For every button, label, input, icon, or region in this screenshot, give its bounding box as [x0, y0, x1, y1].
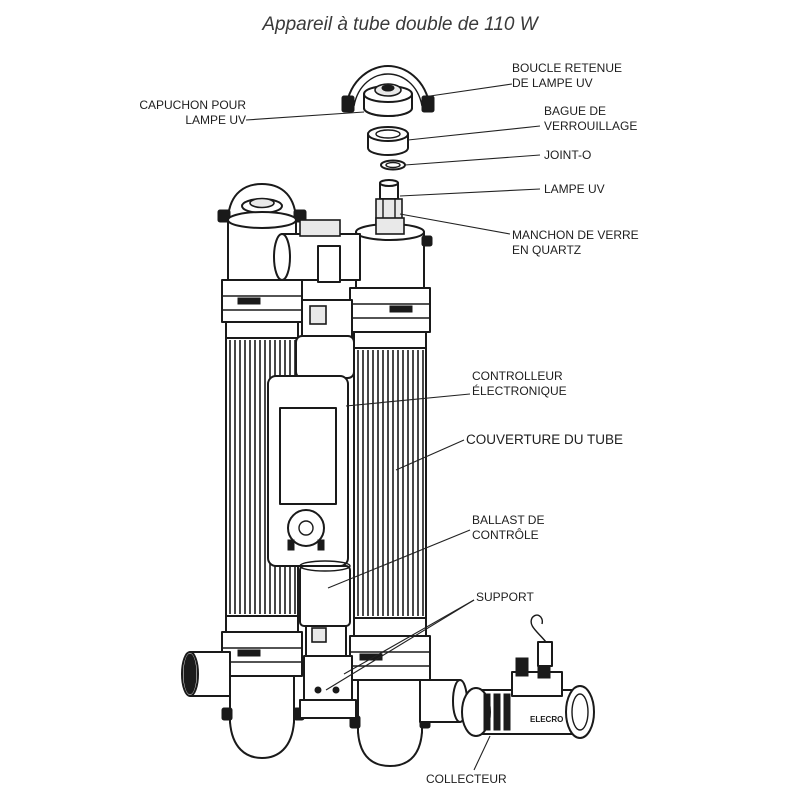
crossover-pipe: [273, 219, 361, 283]
label-controlleur: CONTROLLEUR ÉLECTRONIQUE: [472, 369, 567, 398]
label-joint-o: JOINT-O: [544, 148, 592, 162]
label-manchon-quartz: MANCHON DE VERRE EN QUARTZ: [512, 228, 639, 257]
label-lampe-uv: LAMPE UV: [544, 182, 605, 196]
central-module: [267, 299, 357, 719]
leader-lines: [245, 83, 541, 771]
label-collecteur: COLLECTEUR: [426, 772, 507, 786]
locking-ring: [367, 126, 409, 156]
label-boucle-retenue: BOUCLE RETENUE DE LAMPE UV: [512, 61, 623, 90]
label-couverture-tube: COUVERTURE DU TUBE: [466, 432, 624, 447]
label-bague-verrouillage: BAGUE DE VERROUILLAGE: [544, 104, 638, 133]
label-support: SUPPORT: [476, 590, 534, 604]
o-ring: [380, 159, 406, 171]
label-ballast: BALLAST DE CONTRÔLE: [472, 513, 545, 542]
label-capuchon: CAPUCHON POUR LAMPE UV: [139, 98, 246, 127]
right-tube: [349, 217, 468, 767]
lamp-cap: [363, 83, 413, 117]
collector-manifold: ELECRO: [461, 614, 595, 739]
diagram-title: Appareil à tube double de 110 W: [262, 14, 538, 35]
brand-label: ELECRO: [530, 715, 563, 724]
